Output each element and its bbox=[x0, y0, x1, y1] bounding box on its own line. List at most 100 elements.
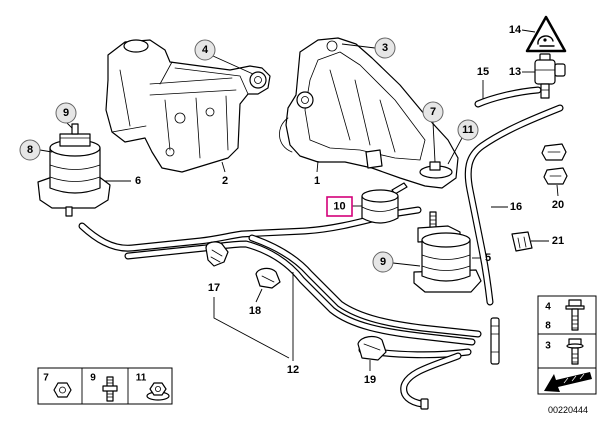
bracket-1-ribs bbox=[279, 69, 396, 153]
leader-3 bbox=[341, 43, 376, 49]
leader-18 bbox=[255, 288, 263, 303]
valve-13-nozzle bbox=[540, 83, 550, 99]
leader-14 bbox=[521, 29, 536, 33]
callout-10-selected[interactable]: 10 bbox=[326, 196, 353, 217]
clip-18-slot bbox=[261, 275, 275, 283]
valve-13-detail bbox=[534, 69, 556, 91]
bolt-threads bbox=[571, 315, 579, 329]
callout-7[interactable]: 7 bbox=[422, 101, 444, 123]
flange-nut-icon bbox=[149, 382, 167, 396]
leader-7 bbox=[432, 121, 436, 163]
hardware-item-3[interactable]: 3 bbox=[545, 338, 584, 365]
direction-arrow-shape bbox=[544, 372, 592, 392]
callout-11[interactable]: 11 bbox=[457, 119, 479, 141]
bracket-1-bushing-hole bbox=[301, 96, 309, 104]
warning-symbol-dot bbox=[543, 38, 547, 42]
callout-19[interactable]: 19 bbox=[364, 374, 376, 386]
callout-21[interactable]: 21 bbox=[552, 235, 564, 247]
mount-5-ridges bbox=[421, 254, 471, 271]
hardware-label: 11 bbox=[136, 373, 147, 384]
mount-5-stud-threads bbox=[429, 215, 437, 225]
bracket-2-boss bbox=[123, 39, 149, 53]
hardware-item-11[interactable]: 11 bbox=[136, 373, 170, 401]
mount-6-lower-stud bbox=[65, 206, 73, 217]
callout-label: 9 bbox=[63, 107, 69, 119]
vacuum-line-lower-core bbox=[125, 241, 475, 345]
mount-6-ridges bbox=[49, 164, 101, 182]
selection-highlight-box bbox=[326, 196, 353, 217]
bracket-2-hole bbox=[174, 112, 186, 124]
callout-20[interactable]: 20 bbox=[552, 199, 564, 211]
vacuum-fitting bbox=[490, 317, 500, 365]
callout-circle bbox=[194, 39, 216, 61]
callout-17[interactable]: 17 bbox=[208, 282, 220, 294]
bolt-shank bbox=[571, 347, 579, 365]
callout-16[interactable]: 16 bbox=[510, 201, 522, 213]
engine-mount-right bbox=[413, 211, 482, 293]
hardware-item-4-8[interactable]: 4 8 bbox=[545, 299, 585, 332]
callout-5[interactable]: 5 bbox=[485, 252, 491, 264]
callout-3[interactable]: 3 bbox=[374, 37, 396, 59]
callout-13[interactable]: 13 bbox=[509, 66, 521, 78]
bracket-1-hole bbox=[326, 40, 338, 52]
engine-bracket-right bbox=[279, 37, 459, 189]
callout-circle bbox=[457, 119, 479, 141]
callout-2[interactable]: 2 bbox=[222, 175, 228, 187]
callout-circle bbox=[374, 37, 396, 59]
callout-1[interactable]: 1 bbox=[314, 175, 320, 187]
leader-11 bbox=[447, 137, 463, 165]
hardware-item-9[interactable]: 9 bbox=[90, 373, 118, 402]
leader-17 bbox=[213, 297, 290, 359]
callout-18[interactable]: 18 bbox=[249, 305, 261, 317]
callout-circle bbox=[55, 102, 77, 124]
hex-nut-icon bbox=[53, 382, 72, 398]
hardware-item-7[interactable]: 7 bbox=[43, 373, 72, 398]
mount-5-top bbox=[421, 232, 471, 248]
bracket-2-hole bbox=[205, 107, 215, 117]
callout-8[interactable]: 8 bbox=[19, 139, 41, 161]
callout-label: 10 bbox=[333, 201, 345, 213]
warning-label bbox=[525, 15, 567, 53]
callout-15[interactable]: 15 bbox=[477, 66, 489, 78]
callout-6[interactable]: 6 bbox=[135, 175, 141, 187]
clip-18 bbox=[255, 267, 281, 289]
leader-lines bbox=[39, 29, 559, 371]
hose-branch-core bbox=[401, 353, 461, 407]
bracket-1-pocket bbox=[304, 51, 426, 161]
leader-9-left bbox=[66, 122, 73, 129]
bracket-2-body bbox=[105, 39, 271, 173]
callout-9-left[interactable]: 9 bbox=[55, 102, 77, 124]
bracket-1-body bbox=[285, 37, 459, 189]
warning-triangle-icon bbox=[525, 15, 567, 53]
callout-14[interactable]: 14 bbox=[509, 24, 522, 36]
buffer-10-ridge bbox=[361, 206, 399, 212]
callout-label: 3 bbox=[382, 42, 388, 54]
callout-4[interactable]: 4 bbox=[194, 39, 216, 61]
callout-12[interactable]: 12 bbox=[287, 364, 299, 376]
callout-9-right[interactable]: 9 bbox=[372, 251, 394, 273]
clip-21 bbox=[511, 231, 533, 252]
callout-label: 8 bbox=[27, 144, 33, 156]
buffer-10-body bbox=[361, 195, 399, 224]
flange-nut-hole bbox=[154, 385, 161, 392]
mount-6-stud bbox=[71, 123, 79, 135]
leader-20 bbox=[556, 184, 559, 197]
hardware-legend-divider bbox=[538, 333, 596, 369]
hardware-label: 9 bbox=[90, 373, 96, 384]
bracket-2-bushing-hole bbox=[254, 76, 262, 84]
bolt-shank bbox=[571, 308, 579, 331]
callout-label: 4 bbox=[202, 44, 209, 56]
vacuum-line-middle-core bbox=[249, 235, 481, 337]
stud-bolt-threads bbox=[106, 379, 114, 398]
buffer-10-top bbox=[361, 189, 399, 203]
engine-mount-left bbox=[37, 123, 111, 217]
leader-1 bbox=[316, 160, 319, 173]
bracket-2-ribs bbox=[111, 61, 237, 159]
hex-nut-hole bbox=[59, 386, 66, 394]
vacuum-lines bbox=[78, 206, 482, 346]
bracket-2-bushing bbox=[249, 71, 267, 89]
hose-branch-outline bbox=[400, 352, 462, 408]
hardware-label: 3 bbox=[545, 341, 551, 352]
rubber-buffer bbox=[361, 182, 408, 224]
